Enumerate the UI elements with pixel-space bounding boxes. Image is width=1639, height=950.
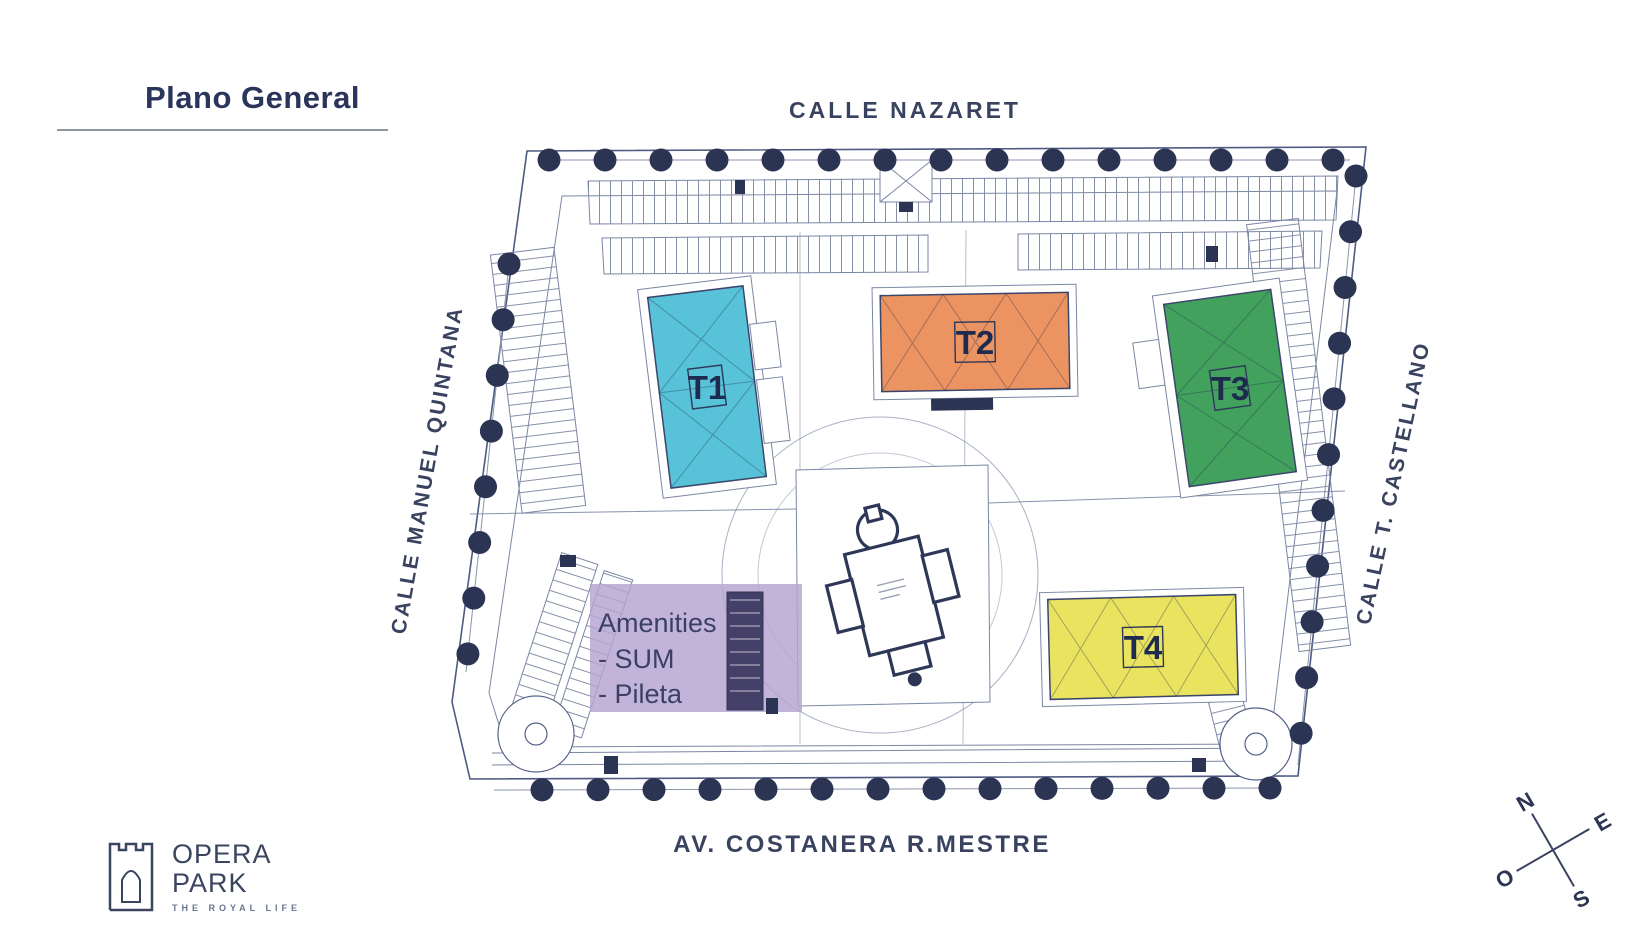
- street-label-nazaret: CALLE NAZARET: [789, 97, 1021, 123]
- compass-rose: N E S O: [1491, 787, 1615, 913]
- tower-t1-label: T1: [688, 369, 727, 406]
- trees-right: [1286, 164, 1368, 777]
- tower-t2-pad: [879, 291, 1071, 393]
- tower-t4-pad: [1046, 593, 1240, 701]
- compass-north: N: [1512, 787, 1538, 817]
- castle-icon: [108, 842, 154, 912]
- amenities-zone: [590, 584, 802, 712]
- logo-tagline: THE ROYAL LIFE: [172, 903, 302, 913]
- compass-east: E: [1590, 807, 1615, 836]
- tower-t3: [1132, 277, 1309, 499]
- compass-south: S: [1569, 884, 1594, 913]
- compass-west: O: [1491, 863, 1518, 893]
- street-label-costanera: AV. COSTANERA R.MESTRE: [673, 831, 1051, 858]
- tower-t1-pad: [646, 285, 768, 489]
- trees-left: [454, 252, 521, 684]
- turnaround-circles: [497, 695, 1293, 781]
- pool: [726, 591, 764, 711]
- amenities-area: [590, 584, 802, 712]
- tower-t1: [637, 275, 791, 499]
- plan-accents: [560, 180, 1218, 774]
- trees-bottom: [482, 776, 1282, 802]
- amenities-item-sum: - SUM: [598, 644, 675, 674]
- title-underline: [57, 129, 388, 131]
- tower-t4-label: T4: [1124, 629, 1163, 666]
- pool-lanes: [730, 599, 760, 692]
- tower-t2-label: T2: [956, 324, 995, 361]
- tree-rows: [454, 148, 1368, 802]
- tower-t2: [871, 283, 1079, 411]
- tower-t4: [1039, 586, 1247, 708]
- tower-t3-pad: [1162, 288, 1298, 488]
- page-title: Plano General: [145, 80, 360, 115]
- tower-t3-label: T3: [1211, 370, 1250, 407]
- amenities-item-pool: - Pileta: [598, 679, 683, 709]
- logo: OPERA PARK THE ROYAL LIFE: [106, 840, 301, 914]
- historic-building: [824, 502, 961, 687]
- amenities-heading: Amenities: [598, 608, 717, 638]
- logo-line2: PARK: [172, 868, 248, 898]
- logo-line1: OPERA: [172, 839, 272, 869]
